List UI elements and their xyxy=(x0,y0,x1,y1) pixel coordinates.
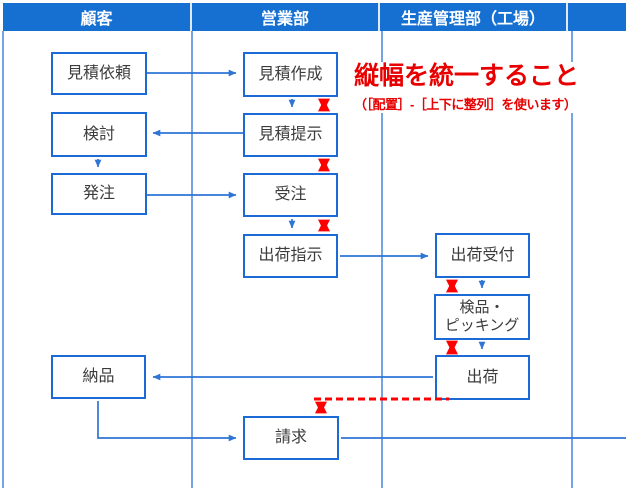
node-order[interactable]: 発注 xyxy=(51,173,147,215)
lane-divider-3 xyxy=(571,31,573,488)
annotation-title: 縦幅を統一すること xyxy=(354,62,580,90)
lane-header-label: 営業部 xyxy=(260,11,309,28)
annotation-note: 縦幅を統一すること （［配置］-［上下に整列］を使います） xyxy=(354,62,600,113)
node-ship-instruction[interactable]: 出荷指示 xyxy=(243,234,338,278)
node-label: 見積作成 xyxy=(258,65,323,83)
node-billing[interactable]: 請求 xyxy=(243,416,339,460)
lane-header-sales: 営業部 xyxy=(192,3,380,31)
node-label: 納品 xyxy=(82,368,115,386)
node-label: 出荷受付 xyxy=(450,246,515,264)
node-label: 出荷指示 xyxy=(258,247,323,265)
lane-header-label: 顧客 xyxy=(80,11,113,28)
node-label: 検品・ ピッキング xyxy=(444,299,520,334)
node-quote-create[interactable]: 見積作成 xyxy=(243,52,338,97)
node-label: 発注 xyxy=(82,185,115,203)
lane-header-label: 生産管理部（工場） xyxy=(400,11,545,28)
node-shipping[interactable]: 出荷 xyxy=(435,355,530,400)
node-order-received[interactable]: 受注 xyxy=(243,173,338,217)
node-label: 検討 xyxy=(82,125,115,143)
node-ship-reception[interactable]: 出荷受付 xyxy=(435,233,530,278)
swimlane-header: 顧客 営業部 生産管理部（工場） xyxy=(3,3,626,31)
node-quote-present[interactable]: 見積提示 xyxy=(243,113,338,157)
annotation-subtitle: （［配置］-［上下に整列］を使います） xyxy=(354,96,577,112)
lane-header-customer: 顧客 xyxy=(3,3,192,31)
node-label: 出荷 xyxy=(466,368,499,386)
node-label: 受注 xyxy=(274,186,307,204)
lane-header-empty xyxy=(568,3,626,31)
lane-divider-1 xyxy=(191,31,193,488)
node-delivery[interactable]: 納品 xyxy=(51,355,146,399)
node-inspection-picking[interactable]: 検品・ ピッキング xyxy=(434,294,530,340)
node-review[interactable]: 検討 xyxy=(51,112,147,157)
lane-divider-2 xyxy=(381,31,383,488)
node-label: 見積依頼 xyxy=(66,64,131,82)
node-label: 見積提示 xyxy=(258,126,323,144)
node-quote-request[interactable]: 見積依頼 xyxy=(51,52,147,95)
lane-border-left xyxy=(2,31,4,488)
connector-delivery-to-billing xyxy=(97,401,237,442)
node-label: 請求 xyxy=(274,429,307,447)
lane-header-production: 生産管理部（工場） xyxy=(380,3,568,31)
